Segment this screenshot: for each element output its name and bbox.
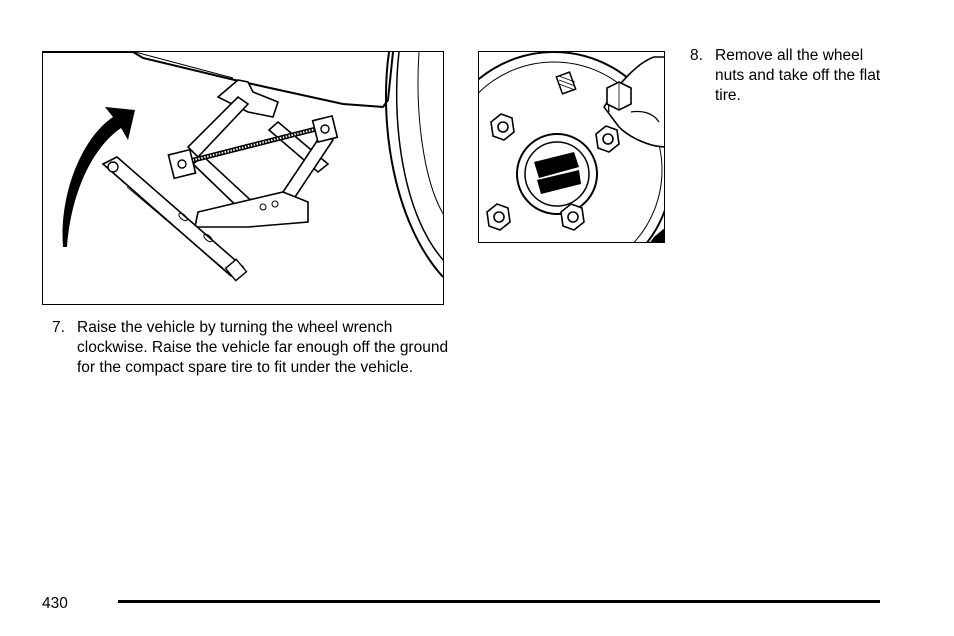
step-number: 8. bbox=[690, 47, 703, 64]
scissor-jack-icon bbox=[43, 52, 443, 282]
footer-rule bbox=[118, 600, 880, 603]
step-text: Remove all the wheel nuts and take off t… bbox=[715, 47, 881, 104]
page-number: 430 bbox=[42, 595, 68, 612]
step-text: Raise the vehicle by turning the wheel w… bbox=[77, 319, 449, 376]
wheel-hub-icon bbox=[479, 52, 664, 242]
hub-illustration bbox=[478, 51, 665, 243]
step-number: 7. bbox=[52, 319, 65, 336]
jack-illustration bbox=[42, 51, 444, 305]
